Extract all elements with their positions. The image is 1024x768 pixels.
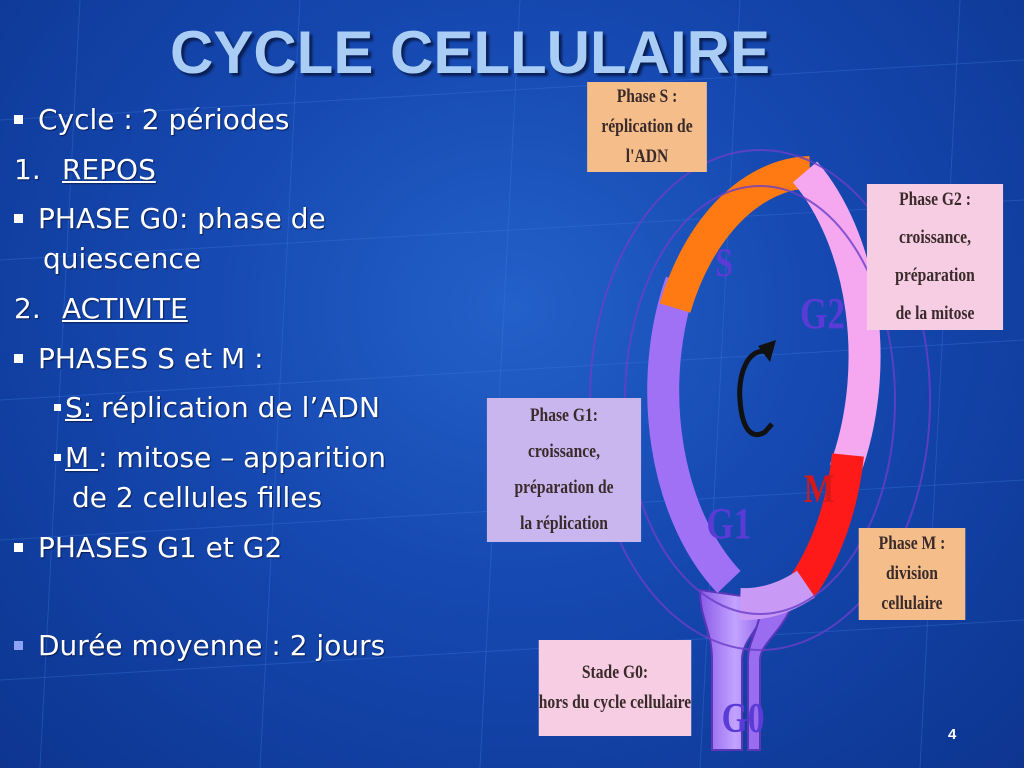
box-line: division cellulaire xyxy=(881,563,943,614)
arc-g1 xyxy=(647,276,741,594)
box-line: Phase S : xyxy=(616,86,678,107)
box-line: Stade G0: xyxy=(581,662,649,683)
list-number: 2. xyxy=(14,292,41,325)
arrowhead-icon xyxy=(758,340,776,362)
box-line: hors du cycle cellulaire xyxy=(538,692,692,713)
label-m: M xyxy=(804,467,834,511)
box-line: de la mitose xyxy=(895,303,975,324)
bullet-text: Cycle : 2 périodes xyxy=(38,103,290,136)
box-line: réplication de l'ADN xyxy=(601,116,693,167)
rotation-arrow-icon xyxy=(737,348,774,438)
arc-s xyxy=(659,156,812,313)
term-m: M xyxy=(65,441,99,474)
numbered-repos: 1. REPOS xyxy=(14,152,156,188)
box-line: Phase G2 : xyxy=(899,189,971,210)
bullet-text: PHASES S et M : xyxy=(38,342,264,375)
bullet-text: Durée moyenne : 2 jours xyxy=(38,629,386,662)
square-bullet-icon xyxy=(14,543,23,552)
bullet-text: PHASES G1 et G2 xyxy=(38,531,283,564)
bullet-duree: Durée moyenne : 2 jours xyxy=(14,628,385,664)
heading-activite: ACTIVITE xyxy=(62,292,188,325)
bullet-g0: PHASE G0: phase de xyxy=(14,201,326,237)
square-bullet-icon xyxy=(54,454,61,461)
g0-stem-right xyxy=(747,598,792,751)
numbered-activite: 2. ACTIVITE xyxy=(14,291,188,327)
square-bullet-icon xyxy=(54,404,61,411)
bullet-text: : mitose – apparition xyxy=(98,441,386,474)
page-number: 4 xyxy=(948,726,957,743)
square-bullet-icon xyxy=(14,115,23,124)
bullet-phases-g1g2: PHASES G1 et G2 xyxy=(14,530,282,566)
bullet-phases-sm: PHASES S et M : xyxy=(14,341,264,377)
box-phase-s: Phase S : réplication de l'ADN xyxy=(587,82,707,172)
label-g2: G2 xyxy=(800,288,845,338)
arc-g2 xyxy=(792,161,881,476)
sub-bullet-m-continued: de 2 cellules filles xyxy=(72,481,323,514)
label-s: S xyxy=(715,241,733,285)
bullet-text: réplication de l’ADN xyxy=(92,391,380,424)
bullet-g0-continued: quiescence xyxy=(43,242,202,275)
box-phase-g1: Phase G1: croissance, préparation de la … xyxy=(486,398,642,542)
box-phase-m: Phase M : division cellulaire xyxy=(858,528,966,620)
list-number: 1. xyxy=(14,153,41,186)
box-line: croissance, préparation de xyxy=(514,441,614,498)
square-bullet-icon xyxy=(14,641,23,650)
box-line: Phase M : xyxy=(878,533,946,554)
square-bullet-icon xyxy=(14,214,23,223)
arc-m-tail xyxy=(739,570,815,621)
heading-repos: REPOS xyxy=(62,153,156,186)
box-line: croissance, préparation xyxy=(895,227,975,286)
bullet-text: PHASE G0: phase de xyxy=(38,202,326,235)
square-bullet-icon xyxy=(14,354,23,363)
box-phase-g2: Phase G2 : croissance, préparation de la… xyxy=(866,184,1004,330)
sub-bullet-s: S: réplication de l’ADN xyxy=(54,390,380,426)
label-g0: G0 xyxy=(722,696,765,742)
box-line: la réplication xyxy=(520,513,608,534)
arc-m xyxy=(786,453,864,600)
sub-bullet-m: M : mitose – apparition xyxy=(54,440,386,476)
label-g1: G1 xyxy=(706,498,751,548)
bullet-cycle: Cycle : 2 périodes xyxy=(14,102,289,138)
box-stade-g0: Stade G0: hors du cycle cellulaire xyxy=(538,640,692,736)
slide-title: CYCLE CELLULAIRE xyxy=(170,19,770,86)
term-s: S: xyxy=(65,391,93,424)
box-line: Phase G1: xyxy=(530,405,598,426)
